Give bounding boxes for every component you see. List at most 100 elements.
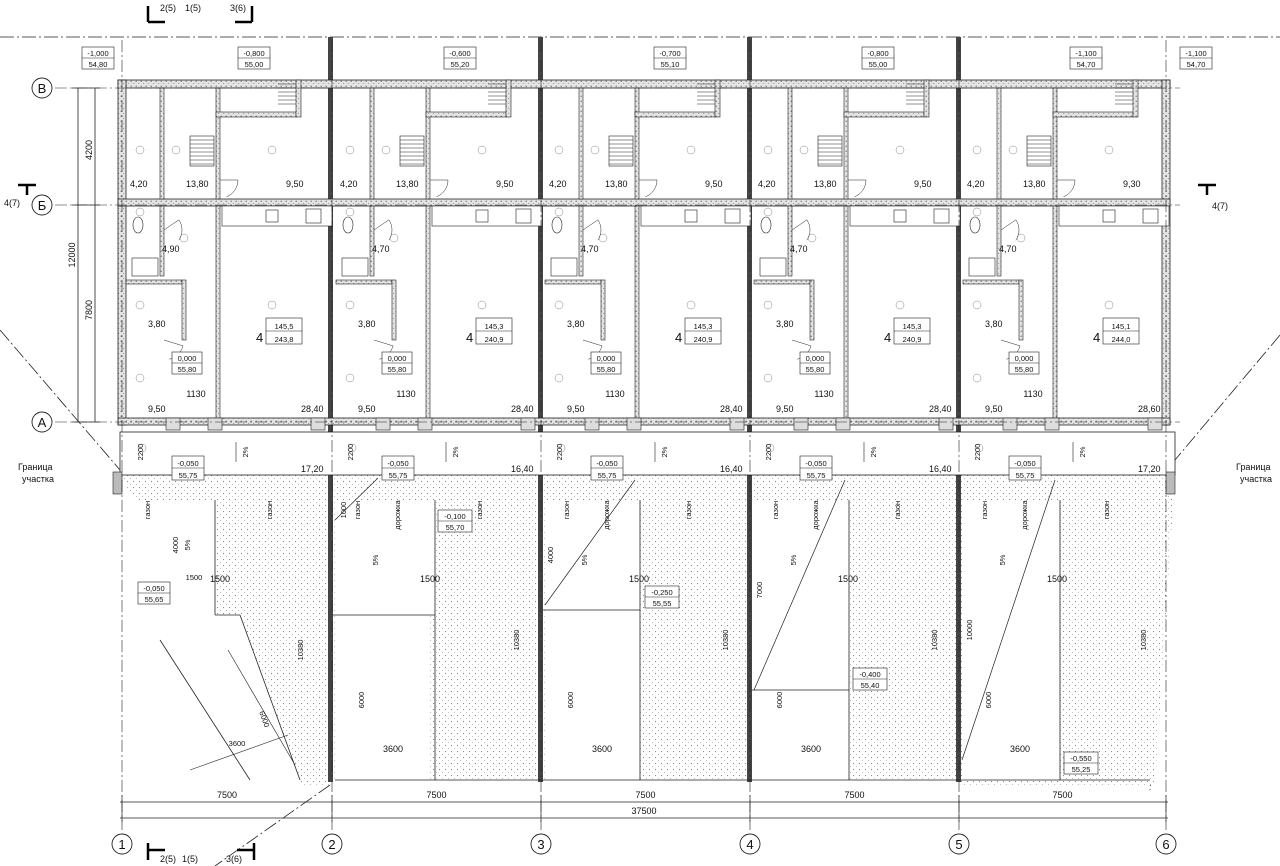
axis-col-label: 5	[955, 837, 962, 852]
axis-bubble	[31, 77, 53, 99]
area-label: 13,80	[396, 179, 419, 189]
area-storage: 3,80	[567, 319, 585, 329]
level-mark-top: -0,700	[659, 49, 680, 58]
stair-icon	[608, 83, 715, 167]
dim-bay: 7500	[635, 790, 655, 800]
porch-level-bottom: 55,75	[1016, 471, 1035, 480]
porch-level-bottom: 55,75	[598, 471, 617, 480]
dim-4200: 4200	[84, 140, 94, 160]
dim-path-width: 1500	[1047, 574, 1067, 584]
dim-7800: 7800	[84, 300, 94, 320]
axis-col-label: 1	[118, 837, 125, 852]
path-slope: 5%	[789, 554, 798, 565]
door-swing	[791, 219, 811, 241]
door-swing	[1057, 179, 1076, 198]
dim-yard-length: 10380	[930, 630, 939, 651]
sink-icon	[684, 209, 698, 223]
section-mark-bottom-1: 2(5)	[160, 854, 176, 864]
dim-yard-depth: 6000	[984, 692, 993, 709]
door-swing	[163, 219, 183, 241]
dim-yard-width: 3600	[592, 744, 612, 754]
toilet-icon	[132, 216, 144, 234]
section-mark-left: 4(7)	[4, 198, 20, 208]
plot-boundary-right-1: Граница	[1236, 462, 1271, 472]
path-slope: 5%	[580, 554, 589, 565]
driveway-label: дорожка	[393, 499, 402, 529]
area-bath: 4,70	[999, 244, 1017, 254]
dim-yard-depth: 6000	[566, 692, 575, 709]
dim-path-width: 1500	[838, 574, 858, 584]
dim-yard-length: 10380	[1139, 630, 1148, 651]
lawn-label: газон	[684, 501, 693, 519]
porch-depth: 2200	[764, 444, 773, 461]
axis-bubble	[739, 833, 761, 855]
porch-depth: 2200	[555, 444, 564, 461]
area-hall: 9,50	[985, 404, 1003, 414]
dim-path-width: 1500	[629, 574, 649, 584]
area-gross: 244,0	[1112, 335, 1131, 344]
dim-opening: 1130	[605, 389, 624, 399]
washer-icon	[550, 257, 578, 277]
dim-yard-width: 3600	[801, 744, 821, 754]
stair-icon	[817, 83, 924, 167]
lawn-label: газон	[771, 501, 780, 519]
yard-mark-2-bottom: 55,70	[446, 523, 465, 532]
plot-boundary-left-2: участка	[22, 474, 54, 484]
plot-boundary-right-2: участка	[1240, 474, 1272, 484]
axis-bubble	[321, 833, 343, 855]
floor-level-bottom: 55,80	[597, 365, 616, 374]
porch-level-top: -0,050	[177, 459, 198, 468]
stove-icon	[724, 208, 741, 224]
dim-yard-length: 10380	[512, 630, 521, 651]
dim-path-width: 1500	[420, 574, 440, 584]
area-living: 28,40	[720, 404, 743, 414]
floor-level-bottom: 55,80	[388, 365, 407, 374]
toilet-icon	[342, 216, 354, 234]
area-label: 13,80	[1023, 179, 1046, 189]
path-diagonals	[334, 477, 1056, 761]
floor-level-top: 0,000	[806, 354, 825, 363]
door-swing	[220, 179, 239, 198]
area-hall: 9,50	[148, 404, 166, 414]
axis-row-label: Б	[38, 198, 47, 213]
level-mark-top: -0,800	[243, 49, 264, 58]
driveway-label: дорожка	[1020, 499, 1029, 529]
level-mark-top: -1,100	[1185, 49, 1206, 58]
porch-strip	[112, 431, 1176, 495]
floor-level-top: 0,000	[597, 354, 616, 363]
axis-col-label: 6	[1162, 837, 1169, 852]
stove-icon	[515, 208, 532, 224]
porch-depth: 2200	[346, 444, 355, 461]
lawn-label: газон	[265, 501, 274, 519]
stair-icon	[399, 83, 506, 167]
area-total: 145,1	[1112, 322, 1131, 331]
lawn-label: газон	[562, 501, 571, 519]
level-mark-top: -0,800	[867, 49, 888, 58]
area-label: 13,80	[186, 179, 209, 189]
yard-mark-4-top: -0,400	[859, 670, 880, 679]
area-label: 4,20	[130, 179, 148, 189]
area-storage: 3,80	[148, 319, 166, 329]
slope-label: 2%	[660, 446, 669, 457]
area-label: 4,20	[340, 179, 358, 189]
bottom-dimensions	[120, 801, 1168, 819]
porch-level-bottom: 55,75	[807, 471, 826, 480]
washer-icon	[131, 257, 159, 277]
axis-bubble	[1155, 833, 1177, 855]
dim-path-width: 1500	[210, 574, 230, 584]
yard-mark-3-bottom: 55,55	[653, 599, 672, 608]
area-hall: 9,50	[358, 404, 376, 414]
level-mark-bottom: 54,80	[89, 60, 108, 69]
yard-mark-5-bottom: 55,25	[1072, 765, 1091, 774]
axis-col-label: 3	[537, 837, 544, 852]
area-total: 145,3	[694, 322, 713, 331]
dim-12000: 12000	[67, 242, 77, 267]
u4-driveway-depth: 7000	[755, 582, 764, 599]
sink-icon	[1102, 209, 1116, 223]
area-living: 28,40	[511, 404, 534, 414]
area-label: 9,50	[496, 179, 514, 189]
